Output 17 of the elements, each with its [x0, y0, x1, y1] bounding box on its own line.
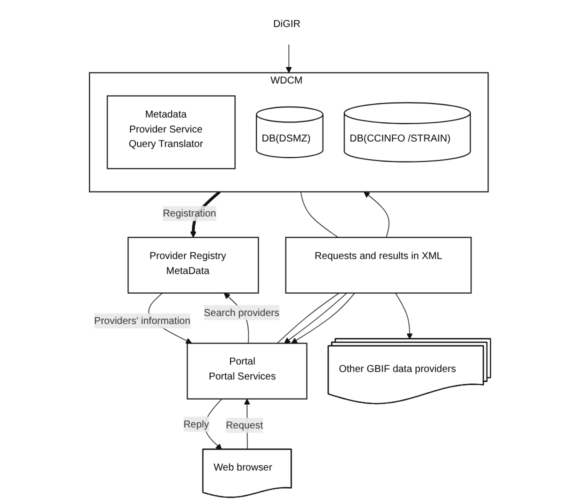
arrow: [364, 192, 390, 238]
node-text: DiGIR: [273, 18, 300, 30]
node-box: Provider Registry MetaData: [128, 236, 259, 294]
edge-label: Search providers: [204, 306, 280, 318]
arrow: [286, 44, 292, 73]
arrow: [284, 292, 348, 344]
connector: [276, 292, 340, 344]
node-box: Metadata Provider Service Query Translator: [106, 95, 236, 170]
edge-label: Providers' information: [94, 314, 190, 326]
edge-label: Registration: [162, 207, 216, 219]
node-box: Portal Portal Services: [186, 342, 308, 400]
edge-label: Reply: [183, 418, 209, 430]
connector: [300, 191, 339, 238]
edge-label: Request: [226, 419, 264, 431]
arrow: [291, 292, 356, 344]
arrow: [395, 292, 413, 340]
node-box: Requests and results in XML: [285, 236, 472, 294]
